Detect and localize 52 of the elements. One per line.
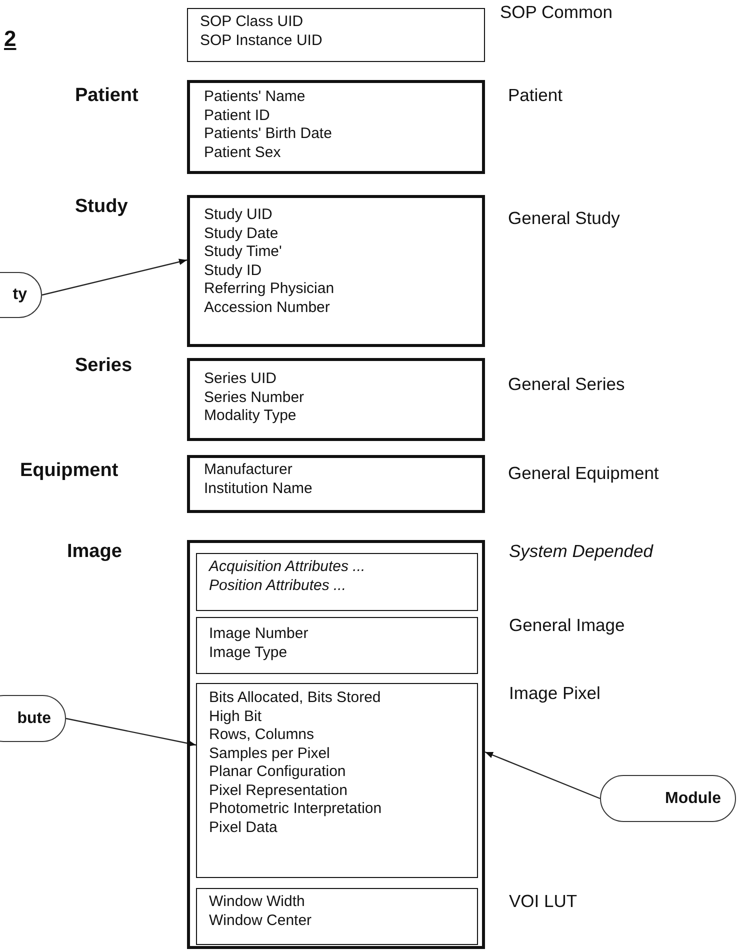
- attribute-text: Window Center: [209, 912, 313, 930]
- module-name: Image Pixel: [509, 683, 600, 704]
- module-name: General Study: [508, 208, 620, 229]
- attribute-text: SOP Class UID: [200, 13, 304, 32]
- attribute-text: Planar Configuration: [209, 763, 347, 782]
- attribute-text: Window Width: [209, 893, 306, 912]
- attribute-text: Image Number: [209, 625, 310, 644]
- entity-heading: Equipment: [20, 460, 118, 482]
- entity-heading: Image: [67, 541, 122, 563]
- attribute-text: Position Attributes ...: [209, 576, 348, 595]
- attribute-text: Study Time': [204, 243, 283, 262]
- module-name: General Image: [509, 615, 625, 636]
- attribute-text: Patients' Birth Date: [204, 125, 333, 144]
- module-name: SOP Common: [500, 2, 612, 23]
- module-name: General Series: [508, 374, 625, 395]
- attribute-text: Patients' Name: [204, 88, 306, 106]
- attribute-text: Rows, Columns: [209, 726, 316, 744]
- arrow: [66, 718, 196, 747]
- module-name: VOI LUT: [509, 891, 578, 912]
- attribute-text: Manufacturer: [204, 461, 294, 480]
- rounded-label: ty: [0, 272, 42, 318]
- attribute-text: Series Number: [204, 388, 306, 407]
- entity-heading: Study: [75, 196, 128, 218]
- attribute-text: High Bit: [209, 708, 263, 726]
- attribute-text: Referring Physician: [204, 280, 336, 298]
- entity-heading: Series: [75, 355, 132, 377]
- module-name: General Equipment: [508, 463, 659, 484]
- rounded-label: Module: [600, 775, 736, 822]
- entity-heading: Patient: [75, 85, 138, 107]
- attribute-text: Pixel Representation: [209, 782, 348, 800]
- module-name: Patient: [508, 85, 562, 106]
- attribute-text: SOP Instance UID: [200, 32, 324, 50]
- attribute-text: Study ID: [204, 262, 263, 280]
- module-name: System Depended: [509, 541, 653, 562]
- attribute-text: Institution Name: [204, 480, 314, 498]
- arrow: [42, 258, 188, 296]
- attribute-text: Image Type: [209, 644, 288, 662]
- attribute-text: Modality Type: [204, 407, 298, 426]
- attribute-text: Samples per Pixel: [209, 744, 331, 763]
- attribute-text: Bits Allocated, Bits Stored: [209, 689, 382, 708]
- attribute-text: Pixel Data: [209, 818, 278, 837]
- attribute-text: Accession Number: [204, 298, 331, 317]
- attribute-text: Acquisition Attributes ...: [209, 558, 366, 576]
- attribute-text: Patient ID: [204, 106, 271, 125]
- attribute-text: Series UID: [204, 370, 278, 388]
- attribute-text: Study UID: [204, 206, 274, 224]
- attribute-text: Study Date: [204, 224, 280, 243]
- attribute-text: Photometric Interpretation: [209, 800, 383, 818]
- rounded-label: bute: [0, 695, 66, 742]
- figure-number: 2: [4, 26, 16, 52]
- arrow: [484, 751, 600, 800]
- attribute-text: Patient Sex: [204, 144, 282, 162]
